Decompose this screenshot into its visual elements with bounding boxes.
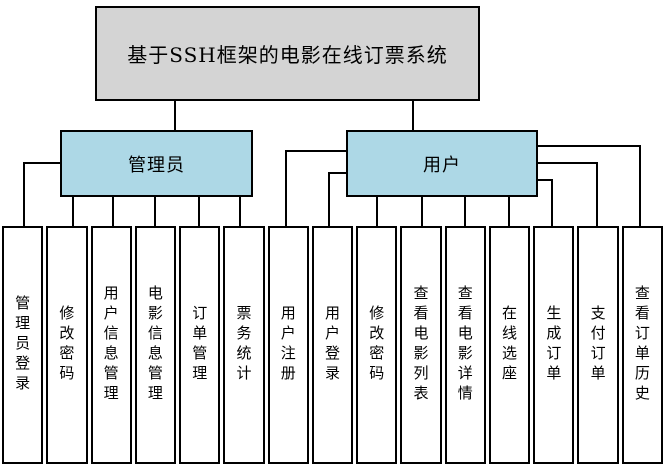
connector-line: [198, 196, 200, 228]
leaf-label: 查看订单历史: [632, 285, 651, 405]
branch-node-user: 用户: [346, 130, 538, 197]
leaf-user-info-management: 用户信息管理: [90, 226, 132, 464]
leaf-label: 支付订单: [588, 305, 607, 385]
root-node: 基于SSH框架的电影在线订票系统: [95, 6, 480, 101]
leaf-label: 查看电影详情: [455, 285, 474, 405]
connector-line: [328, 172, 330, 228]
leaf-label: 电影信息管理: [145, 285, 164, 405]
leaf-admin-login: 管理员登录: [2, 226, 44, 464]
leaf-movie-info-management: 电影信息管理: [134, 226, 177, 464]
leaf-user-register: 用户注册: [267, 226, 309, 464]
root-node-label: 基于SSH框架的电影在线订票系统: [127, 43, 448, 67]
leaf-label: 订单管理: [190, 305, 209, 385]
connector-line: [538, 145, 641, 147]
leaf-label: 生成订单: [544, 305, 563, 385]
leaf-view-order-history: 查看订单历史: [621, 226, 663, 464]
leaf-label: 修改密码: [57, 305, 76, 385]
leaf-view-movie-list: 查看电影列表: [400, 226, 442, 464]
branch-node-admin: 管理员: [60, 130, 253, 197]
leaf-view-movie-detail: 查看电影详情: [444, 226, 486, 464]
connector-line: [23, 162, 25, 228]
leaf-user-change-password: 修改密码: [356, 226, 398, 464]
branch-admin-label: 管理员: [128, 154, 185, 176]
connector-line: [464, 196, 466, 228]
leaf-change-password: 修改密码: [46, 226, 88, 464]
connector-line: [154, 196, 156, 228]
connector-line: [328, 172, 346, 174]
leaf-label: 用户注册: [278, 305, 297, 385]
leaf-order-management: 订单管理: [179, 226, 221, 464]
connector-line: [285, 150, 287, 228]
connector-line: [376, 196, 378, 228]
connector-line: [551, 179, 553, 228]
connector-line: [72, 196, 74, 228]
leaf-pay-order: 支付订单: [577, 226, 619, 464]
connector-line: [23, 162, 62, 164]
leaf-label: 票务统计: [234, 305, 253, 385]
leaf-label: 用户信息管理: [101, 285, 120, 405]
leaf-label: 管理员登录: [13, 295, 32, 395]
connector-line: [508, 196, 510, 228]
leaf-label: 在线选座: [500, 305, 519, 385]
connector-line: [596, 162, 598, 228]
connector-line: [538, 179, 553, 181]
leaf-user-login: 用户登录: [311, 226, 354, 464]
connector-line: [285, 150, 346, 152]
leaf-online-seat-selection: 在线选座: [488, 226, 531, 464]
connector-line: [639, 145, 641, 228]
connector-line: [538, 162, 598, 164]
leaf-ticket-statistics: 票务统计: [223, 226, 265, 464]
leaf-create-order: 生成订单: [533, 226, 575, 464]
connector-line: [421, 196, 423, 228]
leaf-label: 查看电影列表: [411, 285, 430, 405]
leaf-row: 管理员登录 修改密码 用户信息管理 电影信息管理 订单管理 票务统计 用户注册 …: [2, 226, 663, 464]
connector-line: [174, 100, 176, 131]
connector-line: [412, 100, 414, 131]
branch-user-label: 用户: [423, 154, 461, 176]
connector-line: [112, 196, 114, 228]
leaf-label: 修改密码: [367, 305, 386, 385]
leaf-label: 用户登录: [322, 305, 341, 385]
connector-line: [239, 196, 241, 228]
